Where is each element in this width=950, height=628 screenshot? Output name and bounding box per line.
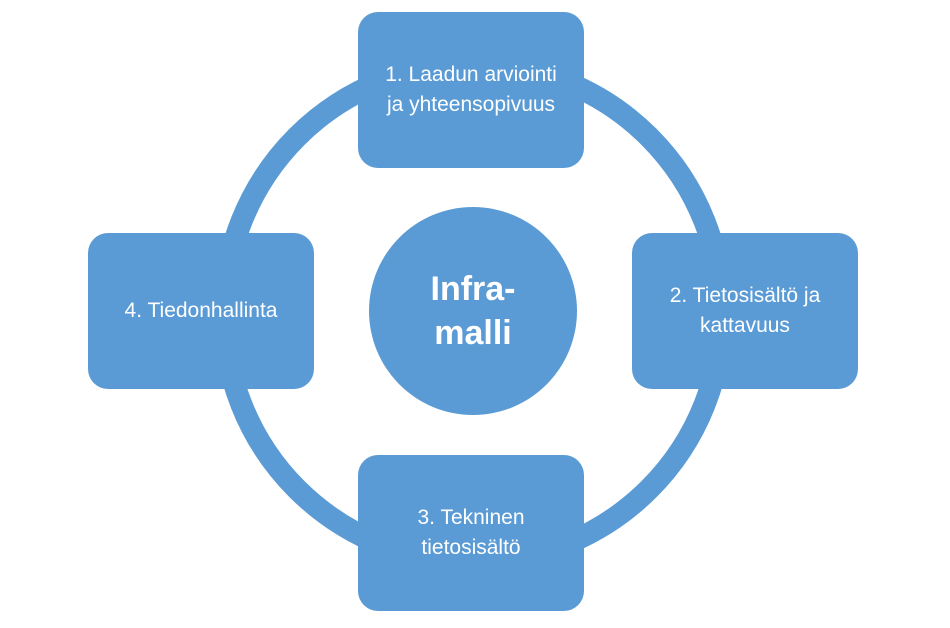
cycle-step-1: 1. Laadun arviointi ja yhteensopivuus [358,12,584,168]
center-node: Infra- malli [369,207,577,415]
cycle-step-4: 4. Tiedonhallinta [88,233,314,389]
cycle-step-4-label: 4. Tiedonhallinta [124,299,278,322]
cycle-step-2-label: 2. Tietosisältö ja kattavuus [669,284,821,337]
center-node-label: Infra- malli [430,270,516,352]
cycle-step-2: 2. Tietosisältö ja kattavuus [632,233,858,389]
cycle-step-1-label: 1. Laadun arviointi ja yhteensopivuus [385,63,557,116]
cycle-step-3-label: 3. Tekninen tietosisältö [417,506,525,559]
cycle-step-3: 3. Tekninen tietosisältö [358,455,584,611]
